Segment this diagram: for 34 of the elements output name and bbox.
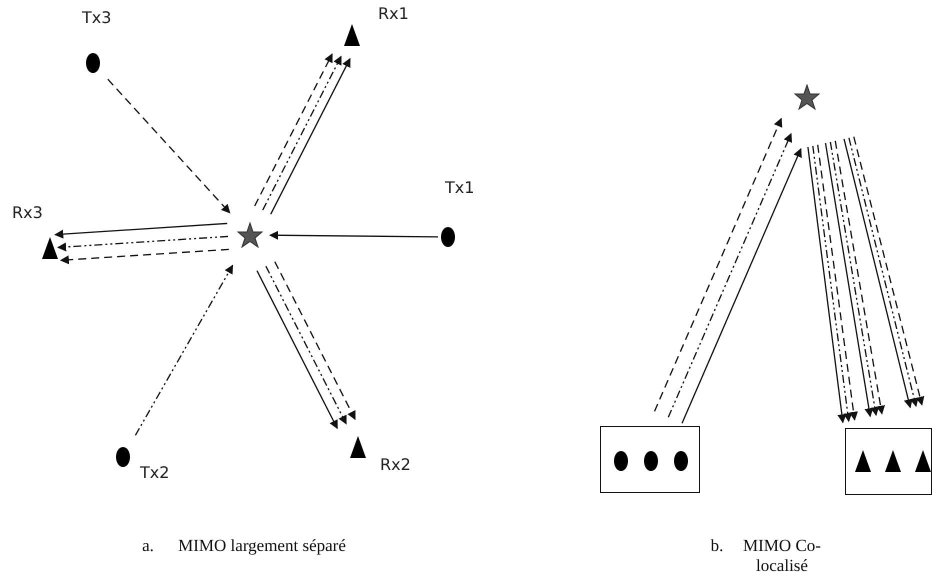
signal-arrow xyxy=(824,142,874,418)
array-box xyxy=(845,428,932,495)
receiver-label: Rx3 xyxy=(12,203,43,222)
caption-text: MIMO Co-localisé xyxy=(742,536,822,576)
caption-text: MIMO largement séparé xyxy=(177,536,347,556)
signal-arrow xyxy=(830,142,880,416)
signal-arrow xyxy=(54,222,228,239)
signal-arrow xyxy=(254,53,333,206)
signal-arrow xyxy=(807,146,846,424)
signal-arrow xyxy=(256,270,338,430)
signal-arrow xyxy=(107,78,230,214)
caption-letter: a. xyxy=(141,536,155,556)
caption-letter: b. xyxy=(710,536,724,556)
signal-arrow xyxy=(262,56,342,210)
receiver-label: Rx1 xyxy=(378,4,409,23)
receiver-label: Rx2 xyxy=(380,455,411,474)
signal-arrow xyxy=(265,266,347,425)
transmitter-label: Tx1 xyxy=(445,178,474,197)
signal-arrow xyxy=(270,58,351,214)
signal-arrow xyxy=(681,148,802,424)
signal-arrow xyxy=(274,261,356,420)
signal-arrow xyxy=(853,136,924,406)
signal-arrow xyxy=(134,264,234,436)
signal-arrow xyxy=(668,132,792,418)
signal-arrow xyxy=(834,140,885,415)
signal-arrow xyxy=(812,146,852,422)
signal-arrow xyxy=(269,230,438,240)
signal-arrow xyxy=(654,118,782,412)
transmitter-label: Tx3 xyxy=(82,8,112,27)
transmitter-label: Tx2 xyxy=(140,463,170,482)
signal-arrow xyxy=(57,236,228,252)
array-box xyxy=(600,426,700,493)
signal-arrow xyxy=(60,248,229,264)
signal-arrow xyxy=(817,144,858,421)
